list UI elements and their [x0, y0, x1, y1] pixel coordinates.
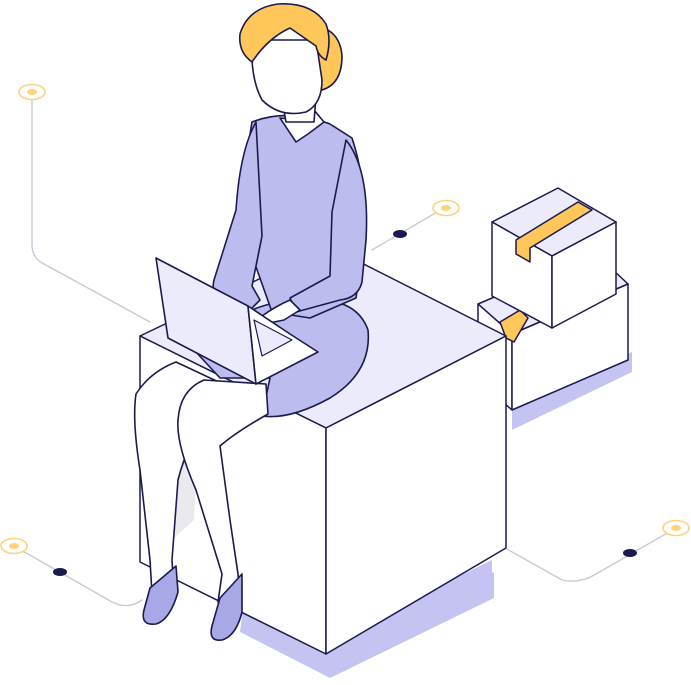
- connector-dot: [393, 230, 407, 238]
- connector-lines: [13, 91, 677, 607]
- woman-hand: [261, 299, 301, 325]
- woman-leg-right: [177, 379, 269, 605]
- cube-shadow-band: [240, 572, 494, 678]
- connector-line-bottom-right: [504, 527, 677, 582]
- woman-arm-right: [289, 139, 368, 313]
- cube-right-face: [325, 335, 507, 655]
- woman-hair: [238, 3, 330, 63]
- connector-dot: [53, 568, 67, 576]
- connector-dot: [623, 549, 637, 557]
- box-top-right: [551, 221, 617, 329]
- woman-shoe-right: [210, 573, 243, 642]
- connector-nodes: [0, 83, 690, 576]
- laptop-icon: [155, 257, 319, 385]
- connector-line-bottom-left: [13, 545, 143, 607]
- laptop-keyboard: [253, 319, 293, 357]
- tape-top: [515, 201, 593, 263]
- connector-line-top-left: [31, 91, 151, 323]
- woman-face: [250, 39, 323, 115]
- connector-node-icon: [0, 537, 28, 555]
- stacked-boxes-icon: [477, 187, 632, 430]
- woman-shoe-left: [142, 565, 179, 626]
- connector-node-icon: [432, 199, 460, 217]
- connector-node-icon: [18, 83, 46, 101]
- connector-line-mid-right: [371, 207, 445, 251]
- connector-node-icon: [662, 519, 690, 537]
